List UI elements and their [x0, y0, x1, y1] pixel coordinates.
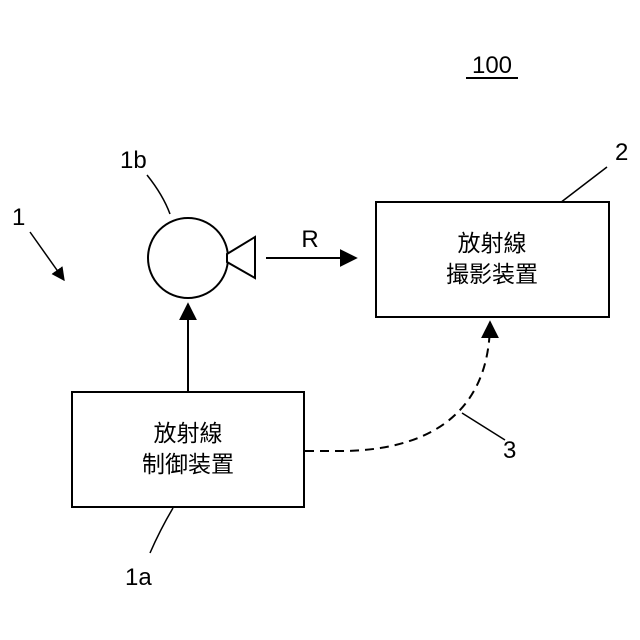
communication-leader-line — [462, 413, 505, 440]
communication-label: 3 — [503, 437, 516, 464]
control-device-text-line1: 放射線 — [154, 421, 223, 447]
source-leader-line — [147, 175, 170, 214]
system-pointer-arrow — [30, 232, 64, 280]
control-device-label: 1a — [125, 564, 152, 591]
radiation-source-tube — [148, 218, 228, 298]
control-device-text-line2: 制御装置 — [142, 452, 234, 478]
imaging-device-box — [376, 202, 609, 317]
source-label: 1b — [120, 147, 147, 174]
imaging-device-text-line2: 撮影装置 — [446, 262, 538, 288]
imaging-device-label: 2 — [615, 139, 628, 166]
figure-number: 100 — [472, 52, 512, 79]
imaging-device-text-line1: 放射線 — [458, 231, 527, 257]
control-device-box — [72, 392, 304, 507]
radiation-collimator — [227, 237, 255, 278]
imaging-device-leader-line — [560, 167, 607, 203]
control-device-leader-line — [150, 508, 173, 553]
communication-link — [305, 322, 490, 451]
radiation-label: R — [301, 226, 318, 253]
system-label: 1 — [12, 204, 25, 231]
